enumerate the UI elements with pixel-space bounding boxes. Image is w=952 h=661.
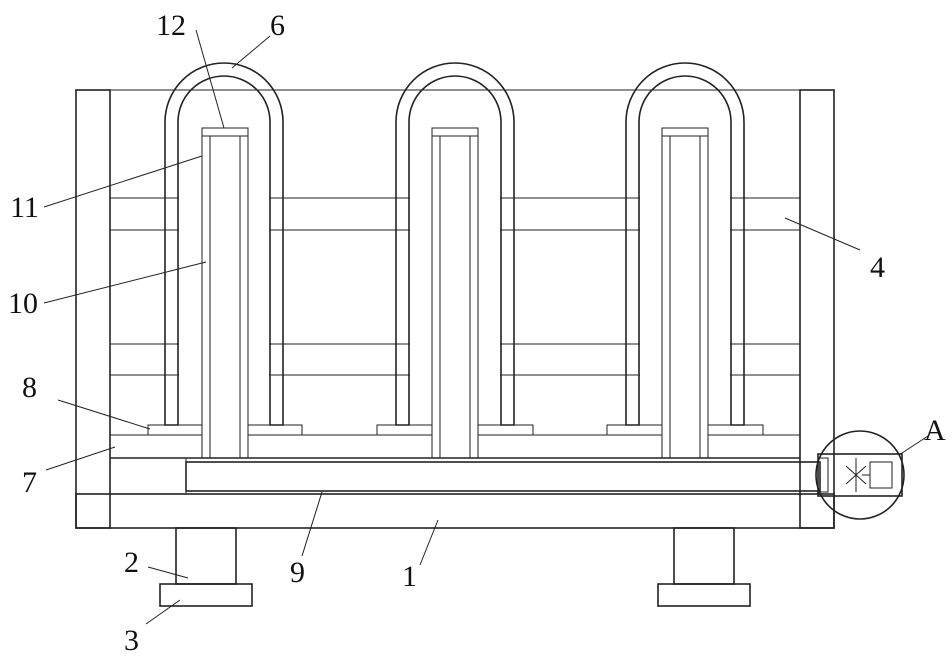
left-leg (160, 528, 252, 606)
label-a: A (924, 414, 946, 447)
label-7: 7 (22, 466, 37, 499)
label-11: 11 (10, 191, 39, 224)
plate-layer (110, 435, 800, 458)
right-leg (658, 528, 750, 606)
label-10: 10 (8, 287, 38, 320)
label-2: 2 (124, 546, 139, 579)
tube-interiors (179, 140, 730, 424)
label-1: 1 (402, 560, 417, 593)
label-6: 6 (270, 9, 285, 42)
label-9: 9 (290, 556, 305, 589)
label-4: 4 (870, 251, 885, 284)
detail-a-circle (816, 431, 904, 519)
label-12: 12 (156, 9, 186, 42)
label-8: 8 (22, 371, 37, 404)
air-duct (110, 458, 820, 494)
label-3: 3 (124, 624, 139, 657)
